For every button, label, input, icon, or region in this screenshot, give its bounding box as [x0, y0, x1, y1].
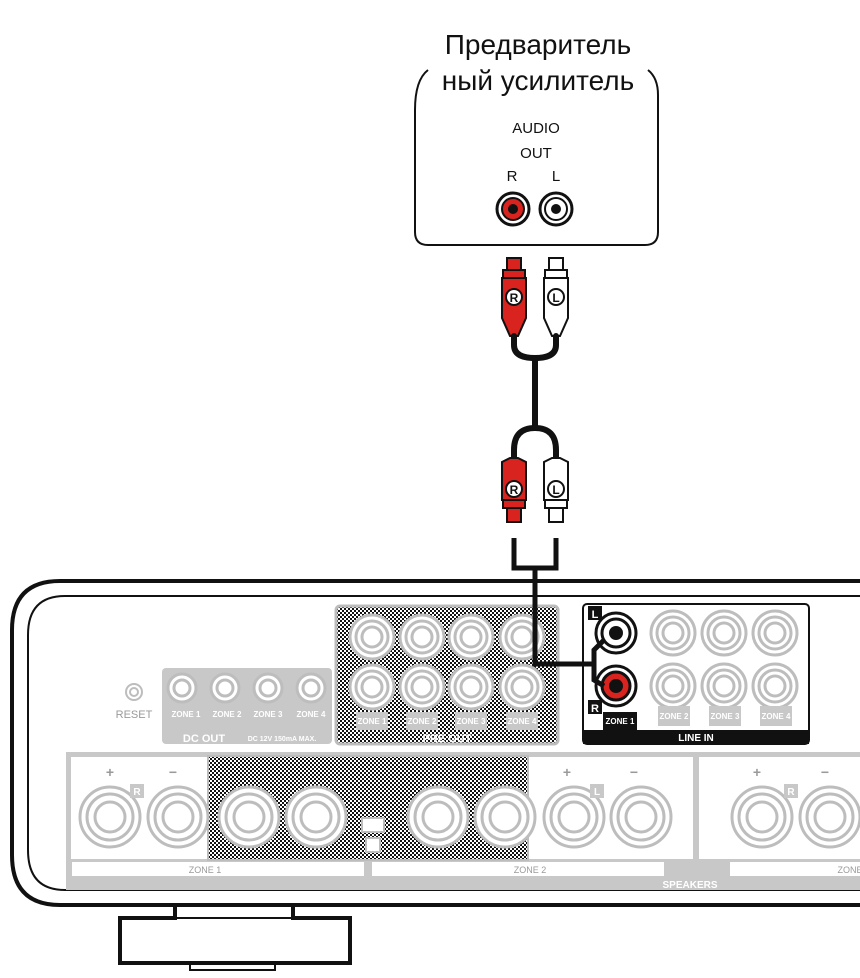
dc-out-label: DC OUT: [183, 733, 225, 745]
line-in-label: LINE IN: [678, 733, 714, 744]
speakers-zone-1: ZONE 1: [189, 865, 222, 875]
pre-out-zone-3: ZONE 3: [457, 717, 486, 726]
preamp-title-line1: Предваритель: [444, 29, 632, 60]
zone2-plus: +: [563, 764, 571, 780]
line-in-left-marker: L: [592, 609, 599, 621]
reset-label: RESET: [116, 709, 153, 721]
zone2-minus: −: [630, 764, 638, 780]
pre-out-zone-labels: ZONE 1 ZONE 2 ZONE 3 ZONE 4: [358, 717, 537, 726]
speakers-panel: [66, 752, 860, 890]
dc-out-zone-2: ZONE 2: [213, 710, 242, 719]
pre-out-zone-1: ZONE 1: [358, 717, 387, 726]
lower-plug-right-letter: R: [510, 483, 519, 497]
zone3-minus: −: [821, 764, 829, 780]
upper-plug-left-letter: L: [552, 291, 559, 305]
speaker-channel-markers: R L R: [130, 784, 798, 798]
line-in-zone-2: ZONE 2: [660, 712, 689, 721]
preamp-title-line2: ный усилитель: [441, 65, 635, 96]
dc-out-zone-4: ZONE 4: [297, 710, 326, 719]
dc-out-zone-1: ZONE 1: [172, 710, 201, 719]
line-in-right-marker: R: [591, 703, 599, 715]
pre-out-zone-2: ZONE 2: [408, 717, 437, 726]
dc-out-spec: DC 12V 150mA MAX.: [248, 736, 317, 743]
amplifier-outline: [10, 579, 860, 907]
preamp-jack-right: [495, 191, 531, 227]
pre-out-panel: [334, 604, 560, 746]
amplifier-foot: [118, 905, 352, 971]
line-in-zone-1: ZONE 1: [606, 717, 635, 726]
zone2-l-marker: L: [594, 787, 600, 798]
zone3-r-marker: R: [787, 787, 795, 798]
audio-out-label-line1: AUDIO: [512, 120, 560, 137]
preamp-jack-left: [538, 191, 574, 227]
speakers-label: SPEAKERS: [662, 880, 717, 891]
speakers-zone-2: ZONE 2: [514, 865, 547, 875]
zone1-minus: −: [169, 764, 177, 780]
speakers-zone-3: ZONE: [837, 865, 860, 875]
zone1-plus: +: [106, 764, 114, 780]
zone3-plus: +: [753, 764, 761, 780]
reset-button: [125, 683, 143, 701]
audio-out-label-line2: OUT: [520, 145, 552, 162]
line-in-right-marker-box: [588, 700, 602, 714]
lower-plug-left-letter: L: [552, 483, 559, 497]
speaker-zone-labels: ZONE 1 ZONE 2 ZONE: [189, 865, 860, 875]
rca-plug-left-upper: [543, 257, 569, 337]
speaker-polarity-labels: + − + − + −: [106, 764, 829, 780]
line-in-zone-3: ZONE 3: [711, 712, 740, 721]
dc-out-zone-labels: ZONE 1 ZONE 2 ZONE 3 ZONE 4: [172, 710, 326, 719]
line-in-zone-4: ZONE 4: [762, 712, 791, 721]
left-channel-label: L: [551, 168, 561, 185]
pre-out-zone-4: ZONE 4: [508, 717, 537, 726]
cable-to-line-in: [511, 538, 606, 689]
rca-cable: [511, 333, 559, 463]
line-in-left-marker-box: [588, 606, 602, 620]
line-in-zone-labels: ZONE 1 ZONE 2 ZONE 3 ZONE 4: [606, 712, 791, 726]
dc-out-panel: [162, 668, 332, 744]
line-in-zone1-left-jack: [594, 611, 638, 655]
zone1-r-marker: R: [133, 787, 141, 798]
upper-plug-right-letter: R: [510, 291, 519, 305]
preamp-box: [414, 69, 659, 246]
dc-out-zone-3: ZONE 3: [254, 710, 283, 719]
rca-plug-right-lower: [501, 457, 527, 523]
line-in-panel: [582, 603, 810, 745]
pre-out-label: PRE OUT: [423, 733, 472, 745]
rca-plug-right-upper: [501, 257, 527, 337]
line-in-zone1-badge: [603, 712, 637, 732]
right-channel-label: R: [506, 168, 518, 185]
rca-plug-left-lower: [543, 457, 569, 523]
